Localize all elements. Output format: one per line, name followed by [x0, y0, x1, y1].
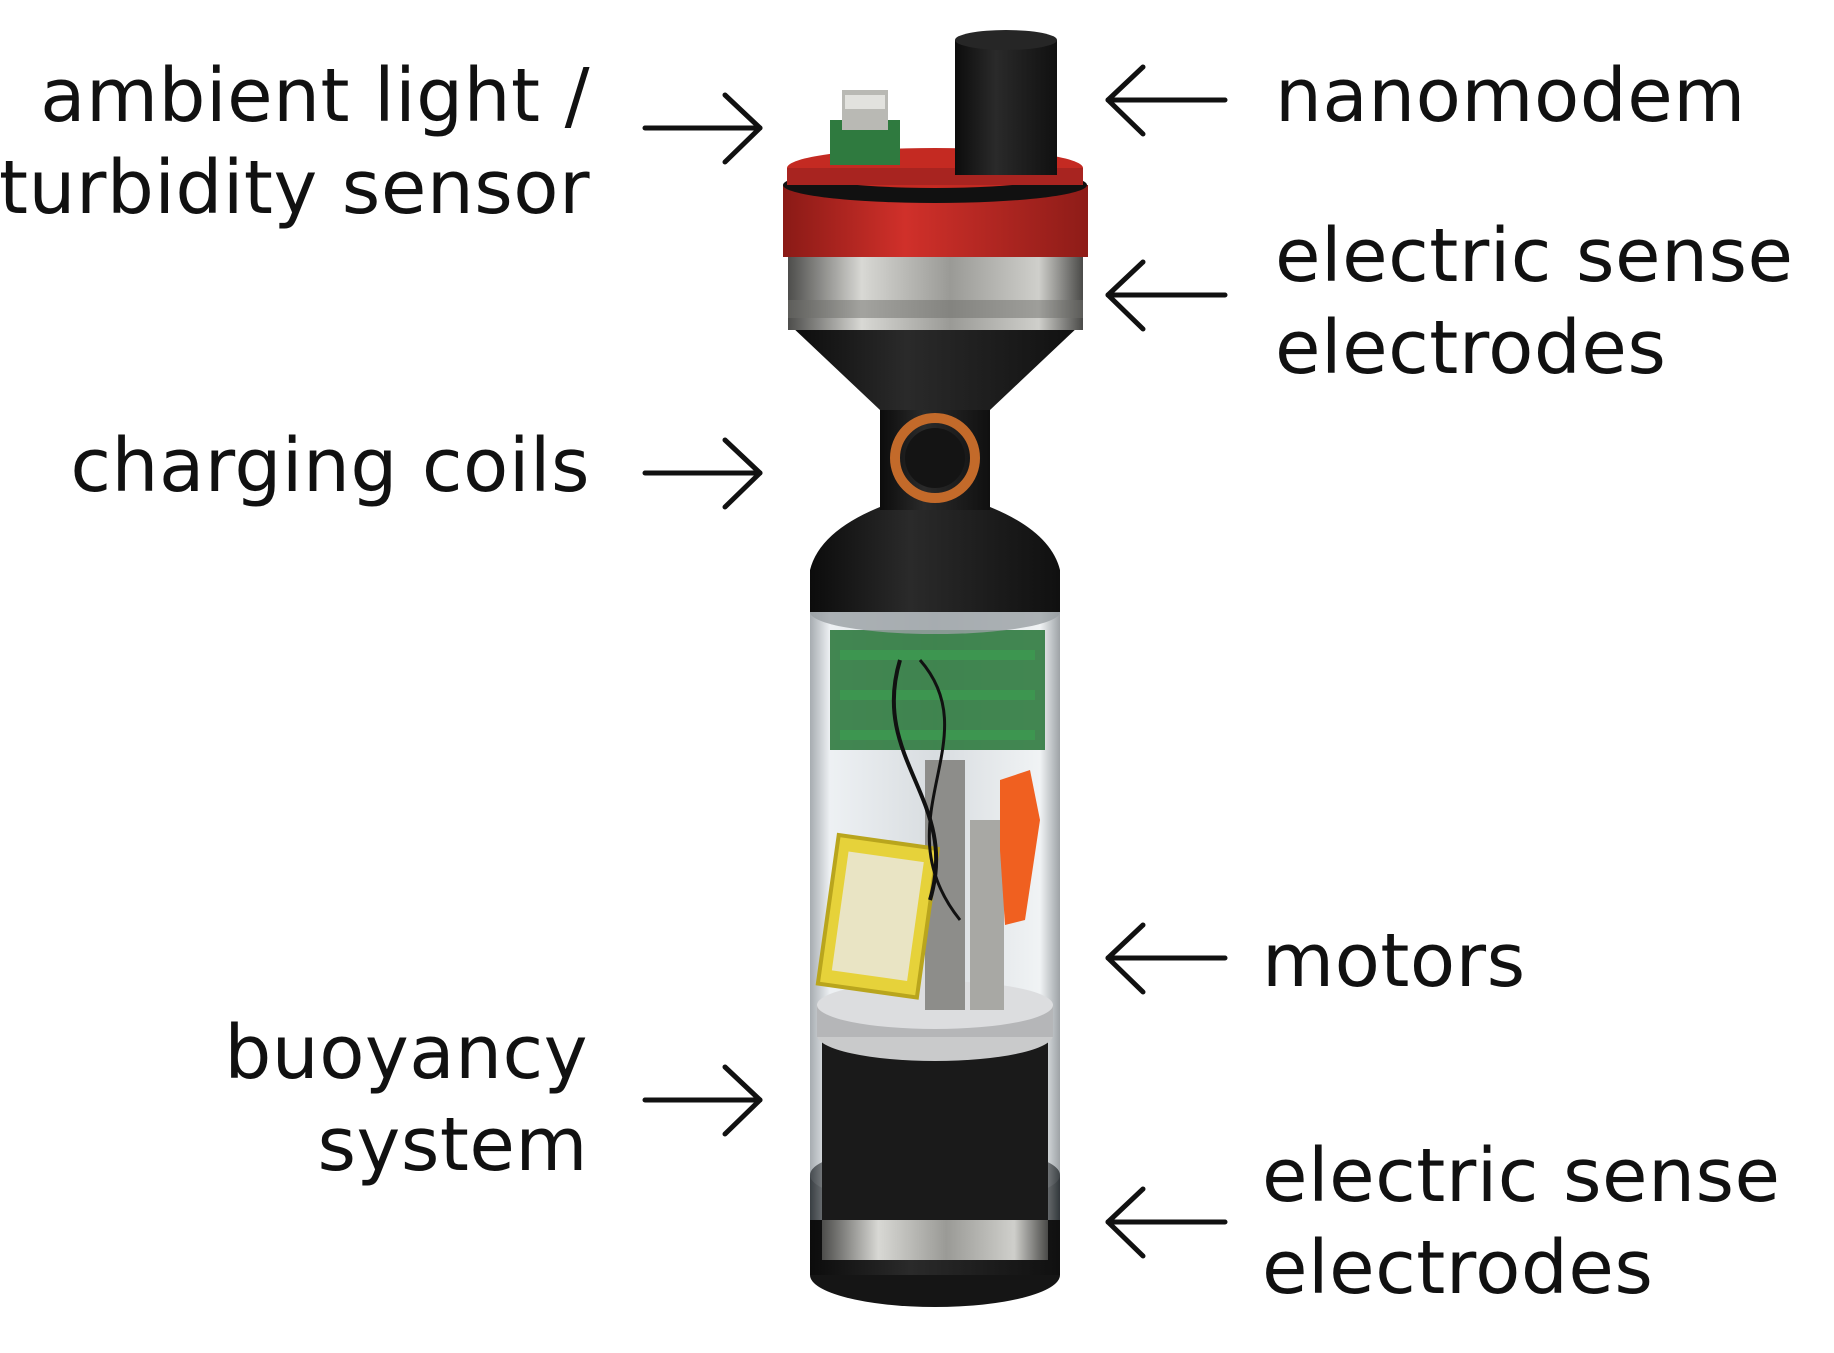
- arrow-buoyancy-system: [642, 1064, 763, 1137]
- upper-cone: [790, 325, 1080, 410]
- label-nanomodem: nanomodem: [1275, 53, 1746, 139]
- label-electric-sense-electrodes-bottom: electric sense electrodes: [1262, 1133, 1781, 1311]
- bottom-electrode-ring: [822, 1215, 1048, 1260]
- motor-shaft-2: [970, 820, 1004, 1010]
- arrow-electric-sense-electrodes-top: [1105, 259, 1228, 332]
- arrow-motors: [1105, 922, 1228, 995]
- arrow-nanomodem: [1105, 64, 1228, 137]
- label-charging-coils: charging coils: [70, 423, 590, 509]
- label-motors: motors: [1262, 918, 1526, 1004]
- arrow-ambient-light-sensor: [642, 92, 763, 165]
- label-electric-sense-electrodes-top: electric sense electrodes: [1275, 213, 1794, 391]
- orange-bracket: [1000, 770, 1040, 925]
- label-buoyancy-system: buoyancy system: [224, 1010, 588, 1188]
- charging-coil: [890, 413, 980, 503]
- label-ambient-light-turbidity-sensor: ambient light / turbidity sensor: [0, 53, 590, 231]
- battery: [815, 832, 941, 1000]
- arrow-electric-sense-electrodes-bottom: [1105, 1186, 1228, 1259]
- arrow-charging-coils: [642, 437, 763, 510]
- buoyancy-dark: [822, 1040, 1048, 1220]
- nanomodem-cylinder: [955, 40, 1057, 175]
- lower-cone: [810, 505, 1060, 612]
